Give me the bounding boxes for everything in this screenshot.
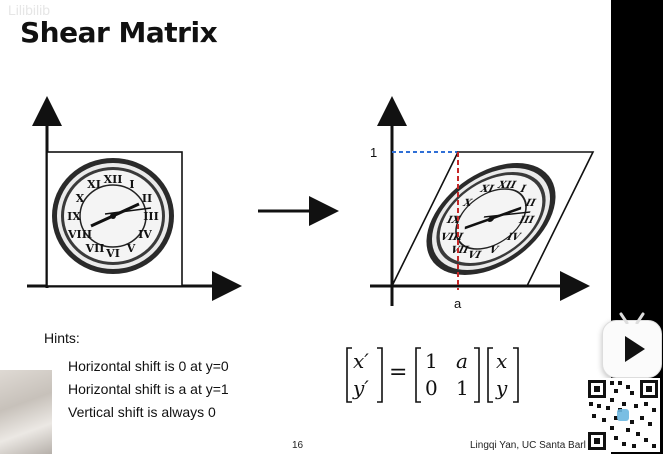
- svg-text:I: I: [129, 178, 134, 191]
- matrix-m01: a: [456, 349, 468, 373]
- shear-diagram: XII I II III IV V VI VII VIII IX X XI: [27, 96, 595, 403]
- label-one: 1: [370, 145, 378, 160]
- left-clock-image: XII I II III IV V VI VII VIII IX X XI: [52, 158, 174, 274]
- matrix-m10: 0: [425, 376, 438, 400]
- svg-text:XI: XI: [478, 183, 496, 194]
- svg-text:VIII: VIII: [437, 231, 465, 242]
- hint-item: Horizontal shift is 0 at y=0: [68, 358, 229, 374]
- webcam-photo: [0, 370, 52, 454]
- svg-text:XII: XII: [496, 179, 518, 190]
- qr-code-icon[interactable]: [586, 378, 660, 452]
- hint-item: Horizontal shift is a at y=1: [68, 381, 229, 397]
- matrix-m11: 1: [456, 376, 469, 400]
- matrix-rhs-x: x: [496, 349, 508, 373]
- svg-text:VII: VII: [447, 244, 470, 255]
- svg-text:XII: XII: [104, 173, 123, 186]
- hints-title: Hints:: [44, 330, 80, 346]
- svg-text:IV: IV: [138, 228, 152, 241]
- svg-text:X: X: [76, 192, 85, 205]
- matrix-lhs-y: y′: [353, 376, 369, 400]
- matrix-equation: [346, 347, 519, 403]
- hint-item: Vertical shift is always 0: [68, 404, 216, 420]
- svg-text:VII: VII: [85, 242, 105, 255]
- play-button[interactable]: [602, 312, 662, 378]
- matrix-equals: =: [389, 360, 408, 385]
- svg-text:II: II: [142, 192, 152, 205]
- svg-text:V: V: [486, 244, 501, 255]
- svg-text:VI: VI: [105, 247, 120, 260]
- matrix-lhs-x: x′: [353, 349, 369, 373]
- svg-text:III: III: [143, 210, 158, 223]
- slide-title: Shear Matrix: [20, 16, 218, 49]
- svg-text:VI: VI: [464, 249, 483, 260]
- matrix-rhs-y: y: [496, 376, 508, 400]
- slide: Lilibilib Shear Matrix XII: [0, 2, 595, 454]
- tv-ears-icon: [619, 312, 645, 324]
- svg-text:II: II: [523, 197, 538, 208]
- label-a: a: [454, 296, 462, 311]
- footer-credit: Lingqi Yan, UC Santa Barl: [470, 440, 586, 451]
- svg-text:III: III: [517, 214, 536, 225]
- svg-text:VIII: VIII: [67, 228, 92, 241]
- svg-text:V: V: [126, 242, 136, 255]
- svg-text:IX: IX: [67, 210, 81, 223]
- matrix-m00: 1: [425, 349, 438, 373]
- watermark-text: Lilibilib: [8, 2, 51, 18]
- svg-text:X: X: [461, 197, 475, 208]
- svg-text:IX: IX: [445, 214, 464, 225]
- svg-text:XI: XI: [87, 178, 101, 191]
- qr-code-pattern: [586, 378, 660, 452]
- svg-text:I: I: [518, 183, 528, 194]
- play-icon: [625, 336, 645, 362]
- sheared-parallelogram: [390, 151, 595, 287]
- svg-text:IV: IV: [505, 231, 524, 242]
- page-number: 16: [292, 440, 304, 451]
- right-clock-image: XII I II III IV V VI VII VIII IX X XI: [426, 163, 556, 275]
